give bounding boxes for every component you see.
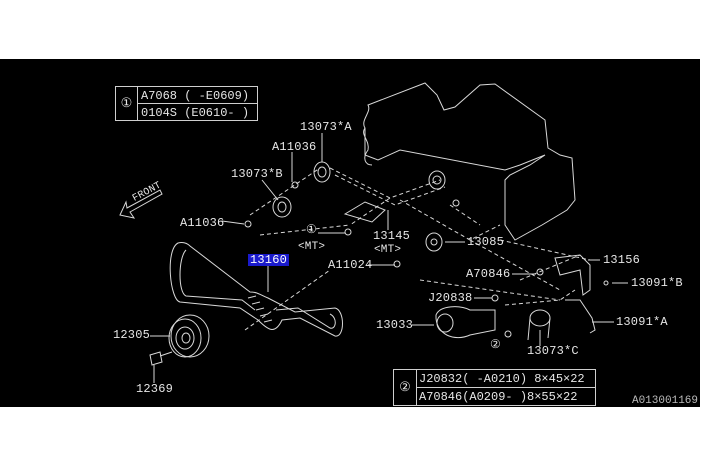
callout-13073a[interactable]: 13073*A [300, 120, 352, 134]
crank-pulley-12305 [170, 314, 210, 358]
idler-13073c-body [527, 317, 551, 341]
callout-13156[interactable]: 13156 [603, 253, 641, 267]
callout-mt-1: <MT> [298, 241, 326, 253]
callout-13073b[interactable]: 13073*B [231, 167, 283, 181]
crank-pulley-face [168, 318, 202, 358]
bolts [244, 181, 609, 338]
legend-2-row-2: A70846(A0209- )8×55×22 [419, 390, 578, 404]
engine-block-edge [363, 127, 373, 166]
callout-13085[interactable]: 13085 [467, 235, 505, 249]
callout-a11024[interactable]: A11024 [328, 258, 373, 272]
callout-ref-1[interactable]: ① [306, 223, 317, 237]
callout-12305[interactable]: 12305 [113, 328, 151, 342]
callout-13091a[interactable]: 13091*A [616, 315, 668, 329]
front-arrow [119, 189, 163, 219]
callout-13160-highlighted[interactable]: 13160 [248, 253, 290, 267]
legend-2-row-1: J20832( -A0210) 8×45×22 [419, 372, 585, 386]
idler-top-hub [432, 175, 442, 185]
idler-13073a [313, 161, 331, 183]
callout-a11036-left[interactable]: A11036 [180, 216, 225, 230]
belt-ribs [247, 295, 273, 323]
callout-13145[interactable]: 13145 [373, 229, 411, 243]
idler-13085-hub [430, 238, 438, 246]
callout-mt-2: <MT> [374, 244, 402, 256]
belt-inner-edge [179, 249, 336, 329]
idler-top [428, 170, 446, 190]
legend-1-row-1: A7068 ( -E0609) [141, 89, 250, 103]
bracket-13091a [565, 299, 596, 334]
legend-2-divider [417, 387, 595, 388]
callout-a70846[interactable]: A70846 [466, 267, 511, 281]
crank-pulley-inner [175, 326, 195, 350]
idler-13073b-hub [277, 201, 287, 213]
tensioner-13033 [435, 306, 496, 339]
dashed-guide-lines [244, 167, 591, 331]
tensioner-pulley [436, 313, 454, 333]
belt-13160 [169, 241, 343, 337]
callout-a11036-top[interactable]: A11036 [272, 140, 317, 154]
reference-marker-2: ② [394, 370, 417, 405]
legend-box-1: ① A7068 ( -E0609) 0104S (E0610- ) [115, 86, 258, 121]
parts-diagram: ① A7068 ( -E0609) 0104S (E0610- ) ② J208… [0, 59, 700, 407]
leader-lines [150, 133, 628, 383]
legend-1-row-2: 0104S (E0610- ) [141, 106, 250, 120]
idler-13073c [529, 309, 551, 327]
idler-13073a-hub [317, 166, 327, 178]
bolt-12369 [149, 351, 173, 366]
callout-j20838[interactable]: J20838 [428, 291, 473, 305]
engine-block-outline [363, 82, 576, 241]
legend-1-divider [138, 103, 257, 104]
cover-13145 [343, 201, 386, 223]
figure-id: A013001169 [631, 395, 698, 407]
callout-12369[interactable]: 12369 [136, 382, 174, 396]
idler-13085 [425, 232, 443, 252]
callout-ref-2[interactable]: ② [490, 338, 501, 352]
bracket-13156 [554, 254, 591, 296]
diagram-drawing [119, 82, 628, 383]
crank-pulley-hub [181, 332, 191, 344]
reference-marker-1: ① [116, 87, 138, 120]
callout-13033[interactable]: 13033 [376, 318, 414, 332]
idler-13073b [272, 196, 292, 218]
callout-13091b[interactable]: 13091*B [631, 276, 683, 290]
legend-box-2: ② J20832( -A0210) 8×45×22 A70846(A0209- … [393, 369, 596, 406]
callout-13073c[interactable]: 13073*C [527, 344, 579, 358]
